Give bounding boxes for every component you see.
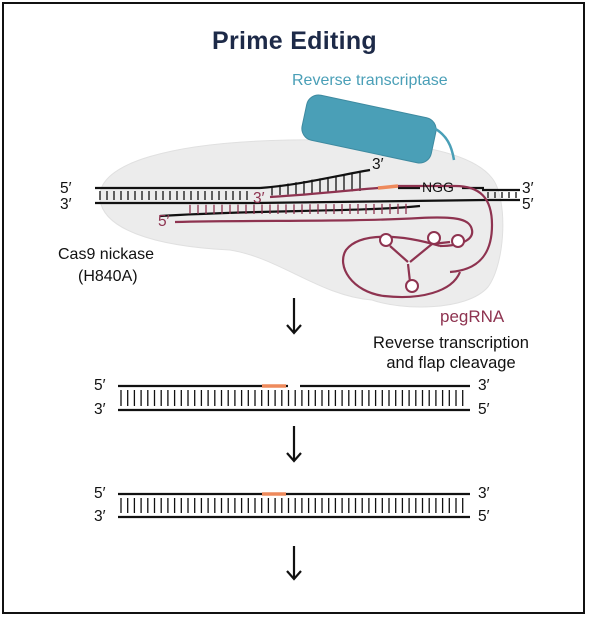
flap-three-prime: 3′ bbox=[372, 156, 384, 173]
rt-linker bbox=[429, 124, 456, 161]
middle-left-three-prime: 3′ bbox=[94, 401, 106, 418]
flap-rungs bbox=[271, 172, 361, 196]
pegrna-three-prime: 3′ bbox=[253, 190, 265, 207]
step-label-line2: and flap cleavage bbox=[386, 354, 516, 372]
top-dna-duplex bbox=[95, 168, 520, 218]
top-right-three-prime: 3′ bbox=[522, 180, 534, 197]
top-left-five-prime: 5′ bbox=[60, 180, 72, 197]
bottom-right-five-prime: 5′ bbox=[478, 508, 490, 525]
cas9-nickase-label-line1: Cas9 nickase bbox=[58, 246, 155, 263]
ngg-label: NGG bbox=[422, 179, 454, 195]
middle-rungs bbox=[120, 390, 464, 406]
edit-highlight-top bbox=[377, 184, 399, 190]
pegrna-loops bbox=[379, 231, 465, 293]
arrow-3 bbox=[286, 546, 302, 581]
figure-title: Prime Editing bbox=[211, 27, 378, 55]
bottom-rungs bbox=[120, 498, 464, 513]
arrow-1 bbox=[286, 298, 302, 335]
middle-left-five-prime: 5′ bbox=[94, 377, 106, 394]
bottom-left-three-prime: 3′ bbox=[94, 508, 106, 525]
top-left-rungs bbox=[99, 191, 248, 200]
bottom-right-three-prime: 3′ bbox=[478, 485, 490, 502]
pegrna-label: pegRNA bbox=[440, 307, 505, 326]
middle-dna-duplex bbox=[118, 384, 470, 412]
bottom-dna-duplex bbox=[118, 492, 470, 519]
cas9-nickase-shape bbox=[99, 139, 504, 308]
reverse-transcriptase-shape bbox=[301, 94, 437, 164]
reverse-transcriptase-label: Reverse transcriptase bbox=[292, 72, 448, 89]
middle-right-five-prime: 5′ bbox=[478, 401, 490, 418]
bottom-left-five-prime: 5′ bbox=[94, 485, 106, 502]
step-label-line1: Reverse transcription bbox=[373, 334, 529, 352]
top-right-five-prime: 5′ bbox=[522, 196, 534, 213]
top-left-three-prime: 3′ bbox=[60, 196, 72, 213]
pegrna-five-prime: 5′ bbox=[158, 213, 170, 230]
pegrna-rungs bbox=[189, 203, 407, 214]
cas9-nickase-label-line2: (H840A) bbox=[78, 268, 138, 285]
middle-right-three-prime: 3′ bbox=[478, 377, 490, 394]
arrow-2 bbox=[286, 426, 302, 463]
top-right-rungs bbox=[487, 192, 517, 198]
